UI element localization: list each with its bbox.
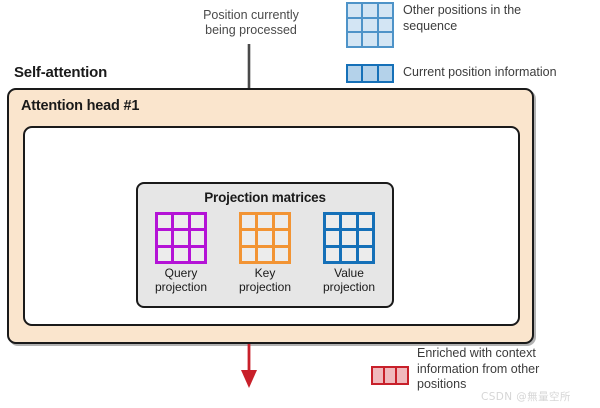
projection-matrices-panel: Projection matrices Quer — [136, 182, 394, 308]
value-projection-item: Value projection — [316, 212, 382, 294]
matrix-cell — [342, 231, 356, 245]
swatch-cell — [378, 18, 392, 32]
matrix-cell — [174, 215, 188, 229]
query-projection-label: Query projection — [154, 266, 208, 294]
swatch-cell — [385, 368, 395, 383]
matrix-cell — [158, 247, 172, 261]
legend-item-enriched: Enriched with context information from o… — [371, 346, 540, 393]
matrix-cell — [158, 231, 172, 245]
key-projection-matrix — [239, 212, 291, 264]
swatch-cell — [397, 368, 407, 383]
matrix-cell — [342, 215, 356, 229]
swatch-cell — [363, 33, 377, 46]
matrix-cell — [190, 231, 204, 245]
matrix-cell — [190, 215, 204, 229]
query-projection-item: Query projection — [148, 212, 214, 294]
matrix-cell — [242, 215, 256, 229]
swatch-cell — [363, 66, 377, 81]
legend-label-other-positions: Other positions in the sequence — [403, 3, 522, 33]
matrix-cell — [274, 247, 288, 261]
attention-head-inner-panel: Projection matrices Quer — [23, 126, 520, 326]
swatch-cell — [348, 66, 362, 81]
attention-head-title: Attention head #1 — [21, 98, 140, 114]
watermark: CSDN @無量空所 — [481, 391, 571, 403]
matrix-cell — [326, 247, 340, 261]
matrix-cell — [242, 247, 256, 261]
value-projection-matrix — [323, 212, 375, 264]
output-arrow-icon — [241, 344, 257, 388]
swatch-cell — [363, 18, 377, 32]
key-projection-item: Key projection — [232, 212, 298, 294]
matrix-cell — [326, 231, 340, 245]
matrix-cell — [326, 215, 340, 229]
matrix-cell — [358, 215, 372, 229]
value-projection-label: Value projection — [322, 266, 376, 294]
matrix-cell — [358, 231, 372, 245]
legend-item-other-positions: Other positions in the sequence — [346, 2, 521, 48]
swatch-cell — [363, 4, 377, 17]
legend-item-current-position: Current position information — [346, 64, 557, 83]
matrix-cell — [258, 231, 272, 245]
swatch-cell — [373, 368, 383, 383]
swatch-cell — [378, 66, 392, 81]
matrix-cell — [158, 215, 172, 229]
callout-label: Position currently being processed — [203, 8, 299, 37]
self-attention-label: Self-attention — [14, 64, 108, 81]
enriched-swatch-icon — [371, 366, 409, 385]
matrix-cell — [174, 231, 188, 245]
matrix-cell — [274, 231, 288, 245]
matrix-cell — [258, 247, 272, 261]
matrix-cell — [242, 231, 256, 245]
legend-label-current-position: Current position information — [403, 65, 557, 79]
swatch-cell — [348, 33, 362, 46]
current-position-swatch-icon — [346, 64, 394, 83]
other-positions-swatch-icon — [346, 2, 394, 48]
matrix-cell — [342, 247, 356, 261]
key-projection-label: Key projection — [238, 266, 292, 294]
attention-head-box: Attention head #1 Projection matrices — [7, 88, 534, 344]
swatch-cell — [348, 4, 362, 17]
matrix-cell — [274, 215, 288, 229]
swatch-cell — [378, 33, 392, 46]
swatch-cell — [378, 4, 392, 17]
legend-label-enriched: Enriched with context information from o… — [417, 346, 540, 391]
swatch-cell — [348, 18, 362, 32]
projection-matrices-row: Query projection Key pr — [138, 212, 392, 294]
projection-matrices-title: Projection matrices — [204, 190, 326, 205]
matrix-cell — [258, 215, 272, 229]
query-projection-matrix — [155, 212, 207, 264]
matrix-cell — [358, 247, 372, 261]
matrix-cell — [174, 247, 188, 261]
matrix-cell — [190, 247, 204, 261]
